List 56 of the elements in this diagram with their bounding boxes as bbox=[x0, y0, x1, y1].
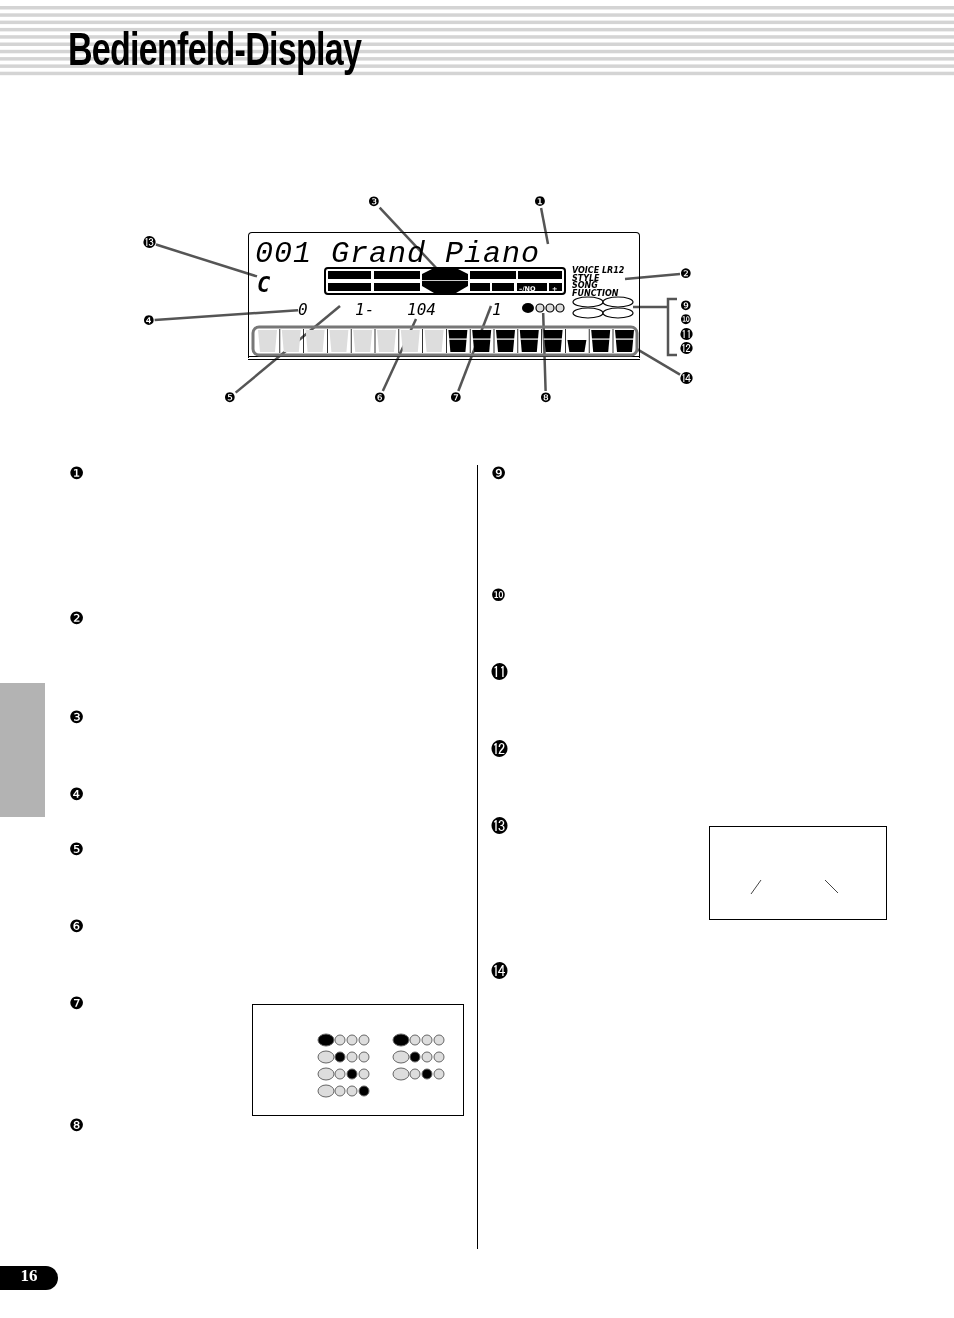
leader-line bbox=[539, 207, 550, 245]
callout-number: ⓮ bbox=[680, 372, 693, 385]
callout-number: ❺ bbox=[224, 391, 236, 404]
lcd-mode-label: STYLE bbox=[572, 273, 600, 283]
lcd-digits: 1 bbox=[492, 300, 502, 319]
callout-number: ⓬ bbox=[680, 342, 693, 355]
callout-number: ❷ bbox=[680, 267, 692, 280]
leader-line bbox=[624, 272, 681, 281]
callout-number: ❾ bbox=[680, 299, 692, 312]
page-number: 16 bbox=[0, 1266, 58, 1290]
callout-number: ❹ bbox=[143, 314, 155, 327]
leader-line bbox=[636, 348, 681, 376]
oval-indicators bbox=[572, 296, 634, 319]
leader-line bbox=[378, 206, 438, 269]
callout-number: ❾ bbox=[491, 465, 507, 482]
callout-number: ⓫ bbox=[680, 328, 693, 341]
callout-number: ⓭ bbox=[143, 236, 156, 249]
lcd-display-panel bbox=[248, 232, 640, 360]
octagon-indicator bbox=[421, 268, 469, 293]
callout-number: ❷ bbox=[69, 610, 85, 627]
leader-line bbox=[541, 312, 547, 392]
lcd-digits: 1- bbox=[355, 300, 375, 319]
callout-number: ❸ bbox=[69, 709, 85, 726]
callout-number: ❽ bbox=[540, 391, 552, 404]
callout-number: ⓭ bbox=[491, 818, 508, 835]
callout-number: ❸ bbox=[368, 195, 380, 208]
lcd-mode-label: VOICE LR12 bbox=[572, 266, 625, 275]
lcd-digits: 104 bbox=[407, 300, 436, 319]
lcd-voice-name: 001 Grand Piano bbox=[255, 237, 541, 271]
callout-number: ❿ bbox=[680, 313, 692, 326]
lcd-mode-label: FUNCTION bbox=[572, 288, 619, 298]
callout-number: ❼ bbox=[450, 391, 462, 404]
bar-graph-display bbox=[251, 325, 639, 357]
callout-number: ❹ bbox=[69, 786, 85, 803]
side-tab bbox=[0, 683, 45, 817]
callout-number: ❿ bbox=[491, 587, 507, 604]
callout-number: ❻ bbox=[374, 391, 386, 404]
leader-line bbox=[381, 318, 418, 392]
lcd-digits: 0 bbox=[298, 300, 308, 319]
callout-number: ⓮ bbox=[491, 963, 508, 980]
lcd-mode-label: SONG bbox=[572, 281, 598, 290]
callout-number: ⓫ bbox=[491, 664, 508, 681]
callout-number: ❻ bbox=[69, 918, 85, 935]
callout-number: ❽ bbox=[69, 1117, 85, 1134]
leader-line bbox=[631, 297, 679, 357]
beat-indicator-dots bbox=[522, 303, 565, 313]
callout-number: ❶ bbox=[69, 465, 85, 482]
leader-line bbox=[155, 243, 258, 278]
leader-line bbox=[154, 308, 299, 322]
callout-number: ❼ bbox=[69, 995, 85, 1012]
lcd-key-text: C bbox=[257, 272, 271, 297]
page-title: Bedienfeld-Display bbox=[68, 22, 362, 76]
leader-line bbox=[234, 305, 341, 394]
callout-number: ❶ bbox=[534, 195, 546, 208]
callout-number: ⓬ bbox=[491, 741, 508, 758]
callout-number: ❺ bbox=[69, 841, 85, 858]
